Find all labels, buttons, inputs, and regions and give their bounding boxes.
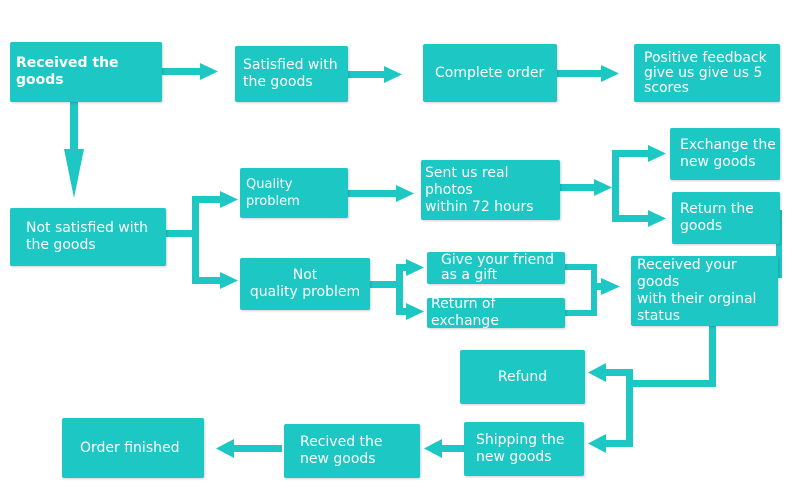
node-label: Satisfied with the goods	[243, 57, 338, 90]
node-label: Order finished	[80, 439, 180, 456]
node-label: Received the goods	[16, 55, 119, 88]
node-label: Not satisfied with the goods	[26, 220, 148, 253]
node-positive-feedback: Positive feedback give us give us 5 scor…	[634, 44, 780, 102]
arrow-not-quality-branch	[370, 281, 400, 288]
node-label: Shipping the new goods	[476, 432, 565, 465]
arrowhead	[648, 210, 666, 227]
arrowhead	[601, 278, 620, 295]
arrowhead	[396, 185, 414, 202]
node-label: Return the goods	[680, 201, 754, 234]
arrowhead	[220, 191, 238, 208]
node-shipping-new-goods: Shipping the new goods	[464, 422, 584, 476]
arrowhead	[594, 179, 612, 196]
node-label: Received your goods with their orginal s…	[637, 257, 757, 324]
node-label: Complete order	[435, 64, 545, 81]
node-satisfied: Satisfied with the goods	[235, 46, 348, 102]
node-give-friend: Give your friend as a gift	[427, 252, 565, 284]
node-not-satisfied: Not satisfied with the goods	[10, 208, 166, 266]
node-label: Quality problem	[246, 177, 300, 209]
node-complete-order: Complete order	[423, 44, 557, 102]
arrow-received-to-satisfied	[162, 68, 202, 75]
node-send-photos: Sent us real photos within 72 hours	[421, 160, 560, 220]
arrowhead	[601, 65, 619, 82]
arrowhead	[216, 439, 234, 458]
node-label: Refund	[497, 368, 548, 385]
arrowhead	[588, 363, 606, 382]
node-refund: Refund	[460, 350, 585, 404]
arrowhead	[406, 259, 424, 276]
arrow-right-side	[776, 210, 782, 278]
node-return-goods: Return the goods	[672, 192, 780, 244]
arrowhead	[384, 66, 402, 83]
arrow-photos-branch	[560, 184, 596, 191]
node-return-exchange: Return of exchange	[427, 296, 565, 329]
node-label: Sent us real photos within 72 hours	[425, 164, 534, 215]
arrowhead	[406, 303, 424, 320]
arrowhead	[648, 145, 666, 162]
node-label: Recived the new goods	[300, 434, 383, 467]
arrowhead	[220, 272, 238, 289]
arrowhead	[200, 63, 218, 80]
arrow-complete-to-feedback	[557, 70, 603, 77]
node-received-original: Received your goods with their orginal s…	[631, 256, 778, 326]
arrow-received-to-not-satisfied	[70, 101, 78, 151]
node-exchange-new-goods: Exchange the new goods	[670, 128, 780, 180]
node-label: Exchange the new goods	[680, 137, 776, 170]
node-order-finished: Order finished	[62, 418, 204, 478]
node-not-quality-problem: Not quality problem	[240, 258, 370, 310]
node-received-goods: Received the goods	[10, 42, 162, 102]
node-label: Give your friend as a gift	[441, 252, 554, 283]
arrow-satisfied-to-complete	[348, 71, 386, 78]
arrowhead	[64, 149, 84, 198]
node-label: Positive feedback give us give us 5 scor…	[644, 49, 767, 96]
arrowhead	[424, 439, 442, 458]
node-label: Return of exchange	[431, 296, 499, 329]
arrow-not-satisfied-branch	[166, 230, 196, 237]
arrowhead	[588, 434, 606, 453]
node-quality-problem: Quality problem	[240, 168, 348, 218]
arrow-merge-to-received	[565, 264, 597, 270]
node-label: Not quality problem	[249, 267, 361, 300]
arrow-shipping-to-recived	[440, 445, 466, 452]
arrow-recived-to-finished	[232, 445, 282, 452]
arrow-quality-to-photos	[348, 190, 398, 197]
node-recived-new-goods: Recived the new goods	[284, 424, 420, 478]
